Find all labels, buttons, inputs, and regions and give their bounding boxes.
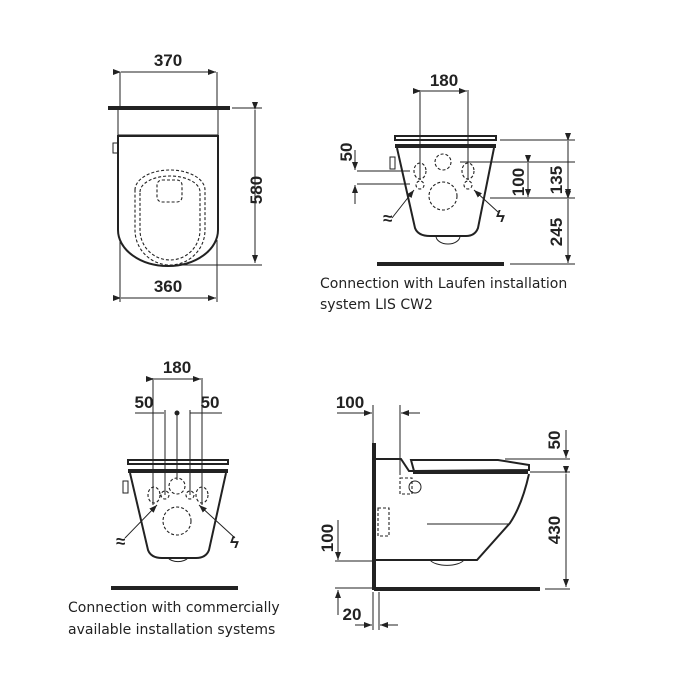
side-view: 100 50 430 100 20 (318, 393, 570, 630)
dim-right-50: 50 (201, 393, 220, 412)
power-icon: ϟ (496, 207, 505, 226)
dim-20: 20 (343, 605, 362, 624)
dim-50: 50 (337, 143, 356, 162)
water-icon: ≈ (383, 209, 392, 228)
front-view-commercial: 180 50 50 ≈ ϟ Connection with commercial… (68, 358, 280, 638)
caption-commercial-2: available installation systems (68, 622, 275, 638)
top-view: 370 580 360 (108, 51, 266, 302)
dim-245: 245 (547, 218, 566, 246)
dim-100: 100 (509, 168, 528, 196)
dim-100-low: 100 (318, 524, 337, 552)
dim-100-top: 100 (336, 393, 364, 412)
dim-length: 580 (247, 176, 266, 204)
dim-spacing: 180 (163, 358, 191, 377)
caption-lis: Connection with Laufen installation (320, 276, 567, 292)
power-icon: ϟ (230, 533, 239, 552)
dim-left-50: 50 (135, 393, 154, 412)
dim-50-seat: 50 (545, 431, 564, 450)
caption-commercial: Connection with commercially (68, 600, 280, 616)
water-icon: ≈ (116, 532, 125, 551)
front-view-lis: 180 50 ≈ ϟ 100 135 245 Connection with L… (320, 71, 575, 313)
dim-430: 430 (545, 516, 564, 544)
dim-135: 135 (547, 166, 566, 194)
dim-width-bottom: 360 (154, 277, 182, 296)
dim-width-top: 370 (154, 51, 182, 70)
dim-spacing: 180 (430, 71, 458, 90)
caption-lis-2: system LIS CW2 (320, 297, 433, 313)
